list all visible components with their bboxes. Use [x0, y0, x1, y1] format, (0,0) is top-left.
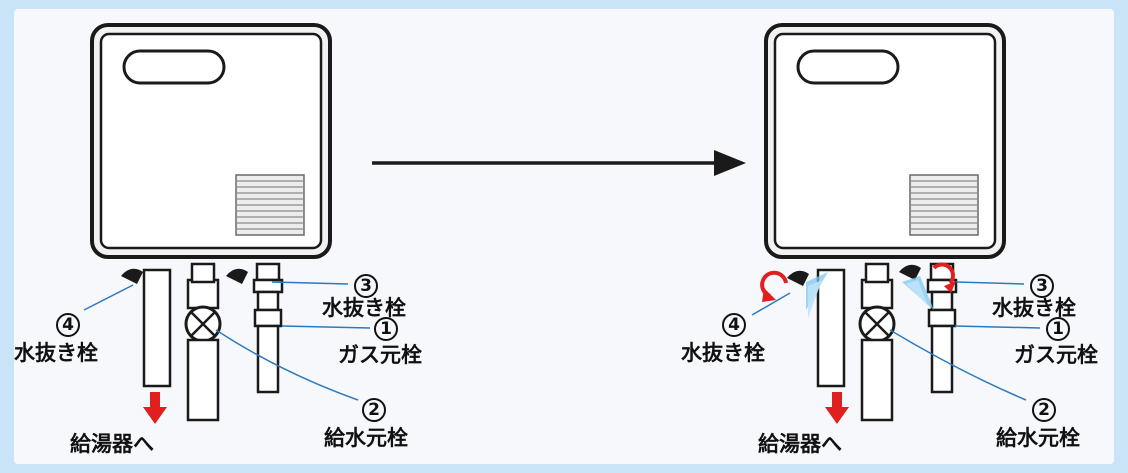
rotate-open-icon: [932, 262, 956, 293]
right-arrow-icon: [372, 150, 746, 176]
drain-plug-4-left: [121, 268, 143, 284]
leader-4-right: [751, 292, 791, 316]
water-spray-icon: [902, 276, 934, 310]
water-heater-left: [90, 23, 332, 259]
label-gas-valve-right: ガス元栓: [1014, 343, 1098, 367]
number-1-left: 1: [374, 317, 398, 341]
number-2-right: 2: [1032, 398, 1056, 422]
leader-1-right: [954, 325, 1041, 329]
label-water-supply-valve-left: 給水元栓: [324, 426, 408, 450]
leader-3-right: [955, 281, 1025, 285]
drain-plug-3-right: [899, 264, 921, 280]
pipes-left: [142, 262, 284, 422]
label-drain-plug-4-right: 水抜き栓: [681, 341, 765, 365]
leader-3-left: [271, 281, 349, 285]
leader-1-left: [281, 325, 371, 329]
number-1-right: 1: [1046, 317, 1070, 341]
water-spray-icon: [806, 272, 828, 318]
label-to-heater-right: 給湯器へ: [758, 432, 842, 456]
number-4-left: 4: [56, 313, 80, 337]
water-heater-right: [764, 23, 1006, 259]
label-drain-plug-3-right: 水抜き栓: [992, 296, 1076, 320]
leader-2-right: [889, 329, 1027, 401]
leader-4-left: [83, 284, 134, 311]
label-gas-valve-left: ガス元栓: [338, 343, 422, 367]
down-arrow-icon: [825, 392, 849, 424]
label-drain-plug-4-left: 水抜き栓: [14, 341, 98, 365]
number-2-left: 2: [362, 398, 386, 422]
number-3-right: 3: [1030, 274, 1054, 298]
label-to-heater-left: 給湯器へ: [70, 432, 154, 456]
rotate-open-icon: [760, 270, 788, 302]
label-water-supply-valve-right: 給水元栓: [996, 426, 1080, 450]
number-4-right: 4: [722, 313, 746, 337]
number-3-left: 3: [354, 274, 378, 298]
down-arrow-icon: [143, 392, 167, 424]
drain-plug-3-left: [226, 268, 248, 284]
drain-plug-4-right: [787, 270, 809, 286]
leader-2-left: [215, 329, 359, 401]
label-drain-plug-3-left: 水抜き栓: [322, 296, 406, 320]
